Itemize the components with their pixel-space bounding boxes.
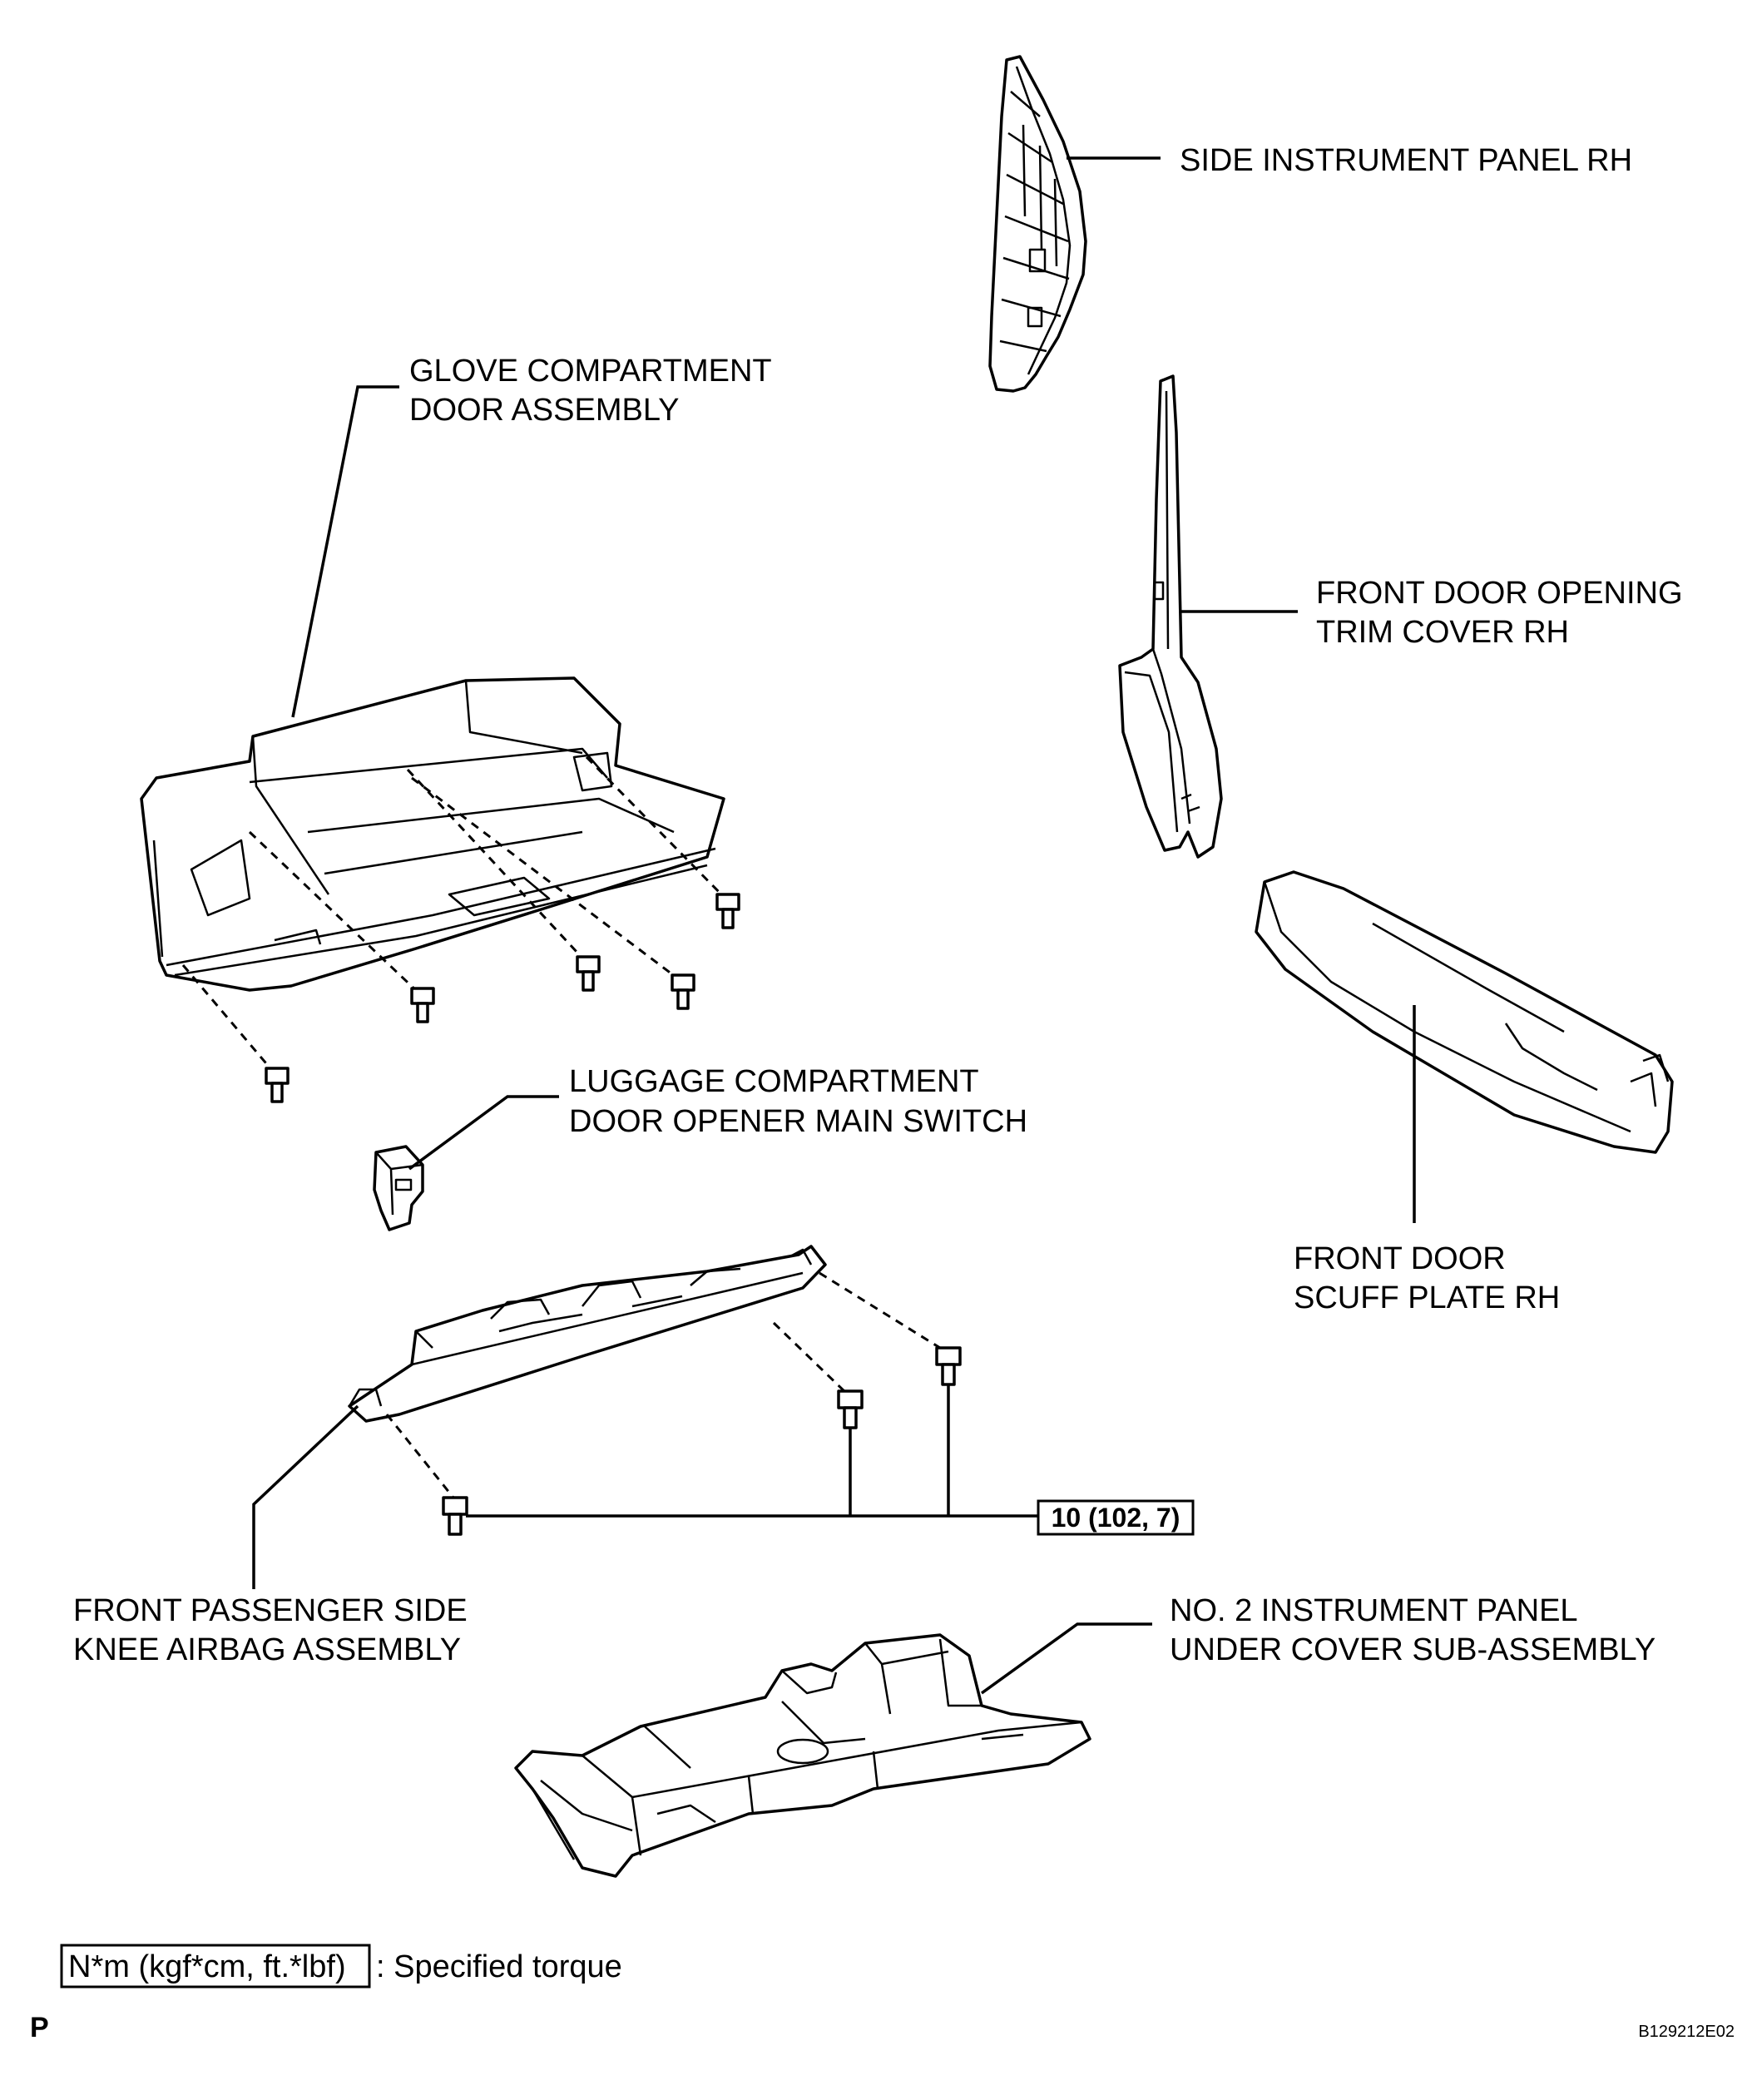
label-knee-airbag-line1: FRONT PASSENGER SIDE bbox=[73, 1593, 468, 1628]
front-passenger-knee-airbag bbox=[348, 1245, 827, 1423]
torque-leaders bbox=[466, 1384, 1038, 1518]
screw-icon bbox=[837, 1389, 864, 1429]
label-scuff-plate-line2: SCUFF PLATE RH bbox=[1294, 1280, 1560, 1315]
label-trim-cover-line2: TRIM COVER RH bbox=[1316, 615, 1569, 650]
figure-id: B129212E02 bbox=[1638, 2023, 1735, 2041]
screw-icon bbox=[576, 955, 601, 992]
glove-compartment-door-assembly bbox=[140, 676, 725, 992]
screw-icon bbox=[715, 893, 740, 929]
side-instrument-panel-rh bbox=[988, 55, 1087, 393]
legend-torque-box bbox=[60, 1944, 371, 1989]
front-door-scuff-plate-rh bbox=[1255, 870, 1674, 1154]
label-glove-compartment-line1: GLOVE COMPARTMENT bbox=[409, 354, 772, 389]
glove-compartment-screws bbox=[181, 755, 740, 1103]
label-scuff-plate-line1: FRONT DOOR bbox=[1294, 1241, 1506, 1276]
knee-airbag-screws bbox=[385, 1271, 962, 1536]
label-trim-cover-line1: FRONT DOOR OPENING bbox=[1316, 576, 1683, 611]
torque-value-box bbox=[1037, 1499, 1195, 1536]
screw-icon bbox=[442, 1496, 468, 1536]
label-under-cover-line2: UNDER COVER SUB-ASSEMBLY bbox=[1170, 1632, 1656, 1667]
label-luggage-switch-line1: LUGGAGE COMPARTMENT bbox=[569, 1064, 979, 1099]
no2-instrument-panel-under-cover bbox=[514, 1633, 1091, 1878]
screw-icon bbox=[671, 973, 695, 1010]
label-glove-compartment-line2: DOOR ASSEMBLY bbox=[409, 393, 680, 428]
front-door-opening-trim-cover-rh bbox=[1118, 374, 1223, 859]
torque-value: 10 (102, 7) bbox=[1052, 1503, 1180, 1533]
page-letter: P bbox=[30, 2012, 49, 2043]
screw-icon bbox=[935, 1346, 962, 1386]
label-under-cover-line1: NO. 2 INSTRUMENT PANEL bbox=[1170, 1593, 1578, 1628]
screw-icon bbox=[410, 987, 435, 1023]
luggage-door-opener-switch bbox=[373, 1145, 424, 1231]
label-luggage-switch-line2: DOOR OPENER MAIN SWITCH bbox=[569, 1104, 1027, 1139]
legend-description: : Specified torque bbox=[376, 1949, 622, 1984]
label-knee-airbag-line2: KNEE AIRBAG ASSEMBLY bbox=[73, 1632, 461, 1667]
screw-icon bbox=[265, 1067, 290, 1103]
label-side-instrument-panel-rh: SIDE INSTRUMENT PANEL RH bbox=[1180, 143, 1632, 178]
legend-torque-units: N*m (kgf*cm, ft.*lbf) bbox=[68, 1949, 346, 1984]
